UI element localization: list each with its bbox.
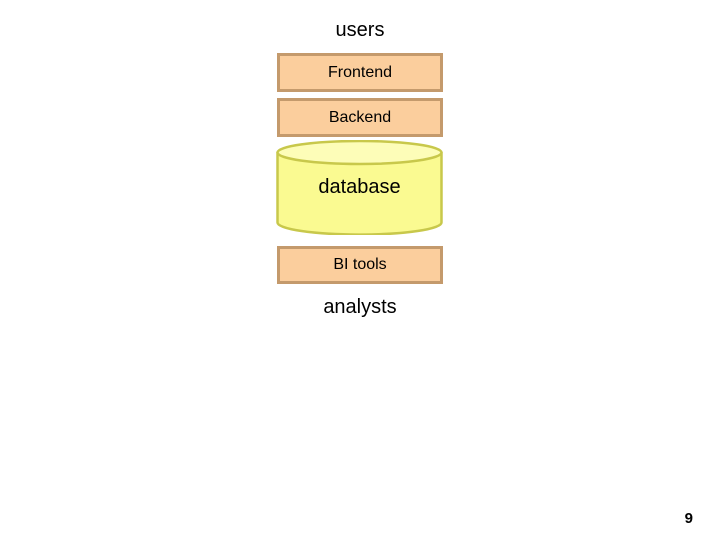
cylinder-shape-icon: [276, 140, 443, 235]
diagram-node-bi-tools-label: BI tools: [333, 256, 387, 273]
diagram-node-bi-tools[interactable]: BI tools: [277, 246, 443, 284]
diagram-node-backend-label: Backend: [328, 108, 392, 126]
diagram-label-users: users: [335, 19, 385, 41]
page-number: 9: [684, 510, 693, 527]
diagram-node-frontend[interactable]: Frontend: [277, 53, 443, 92]
diagram-label-analysts: analysts: [323, 296, 397, 318]
diagram-node-backend[interactable]: Backend: [277, 98, 443, 137]
diagram-node-database[interactable]: database: [275, 140, 444, 235]
diagram-node-frontend-label: Frontend: [327, 63, 393, 81]
